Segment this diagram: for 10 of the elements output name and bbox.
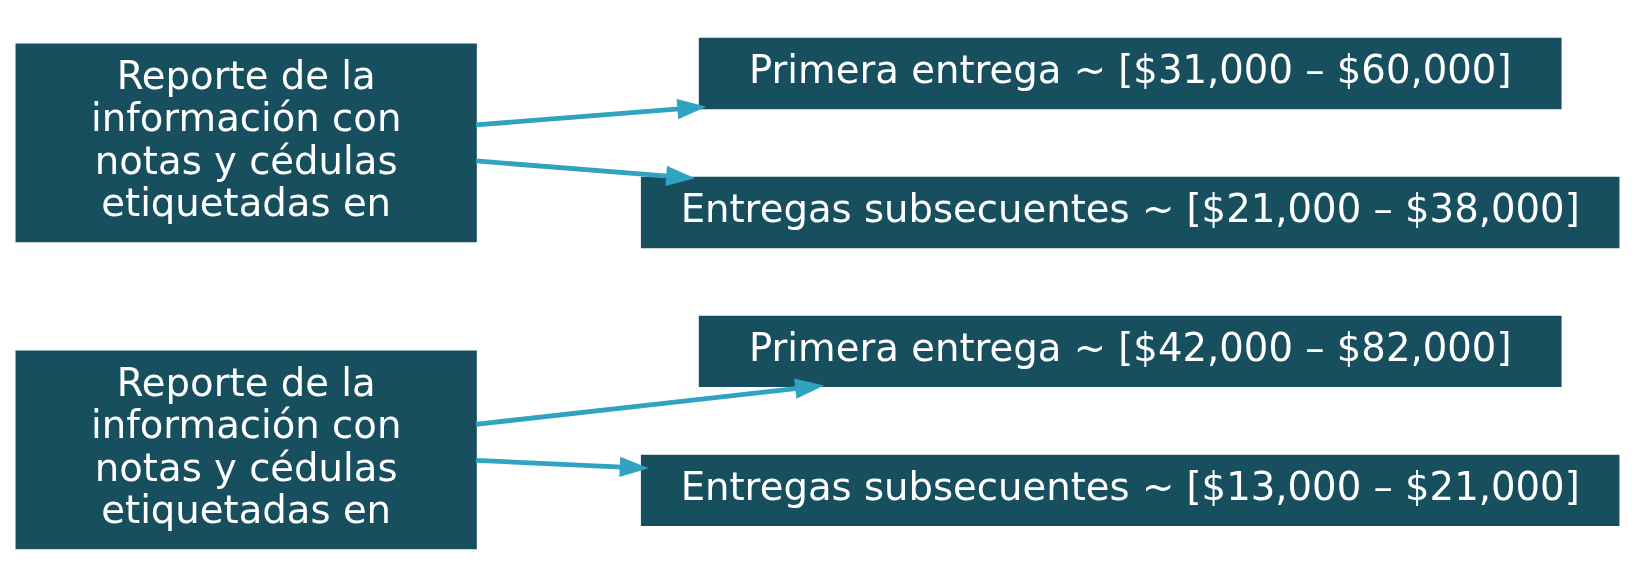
node-box: Entregas subsecuentes ~ [$13,000 – $21,000] — [640, 454, 1620, 526]
arrow — [475, 158, 696, 186]
arrow — [475, 456, 649, 477]
node-box: Reporte de la información con notas y cédulas etiquetadas en — [15, 349, 477, 549]
arrow — [475, 378, 825, 427]
arrow — [475, 98, 707, 127]
node-box: Primera entrega ~ [$42,000 – $82,000] — [698, 315, 1562, 387]
node-box: Entregas subsecuentes ~ [$21,000 – $38,000] — [640, 176, 1620, 248]
node-box: Primera entrega ~ [$31,000 – $60,000] — [698, 37, 1562, 109]
node-box: Reporte de la información con notas y cédulas etiquetadas en — [15, 43, 477, 242]
